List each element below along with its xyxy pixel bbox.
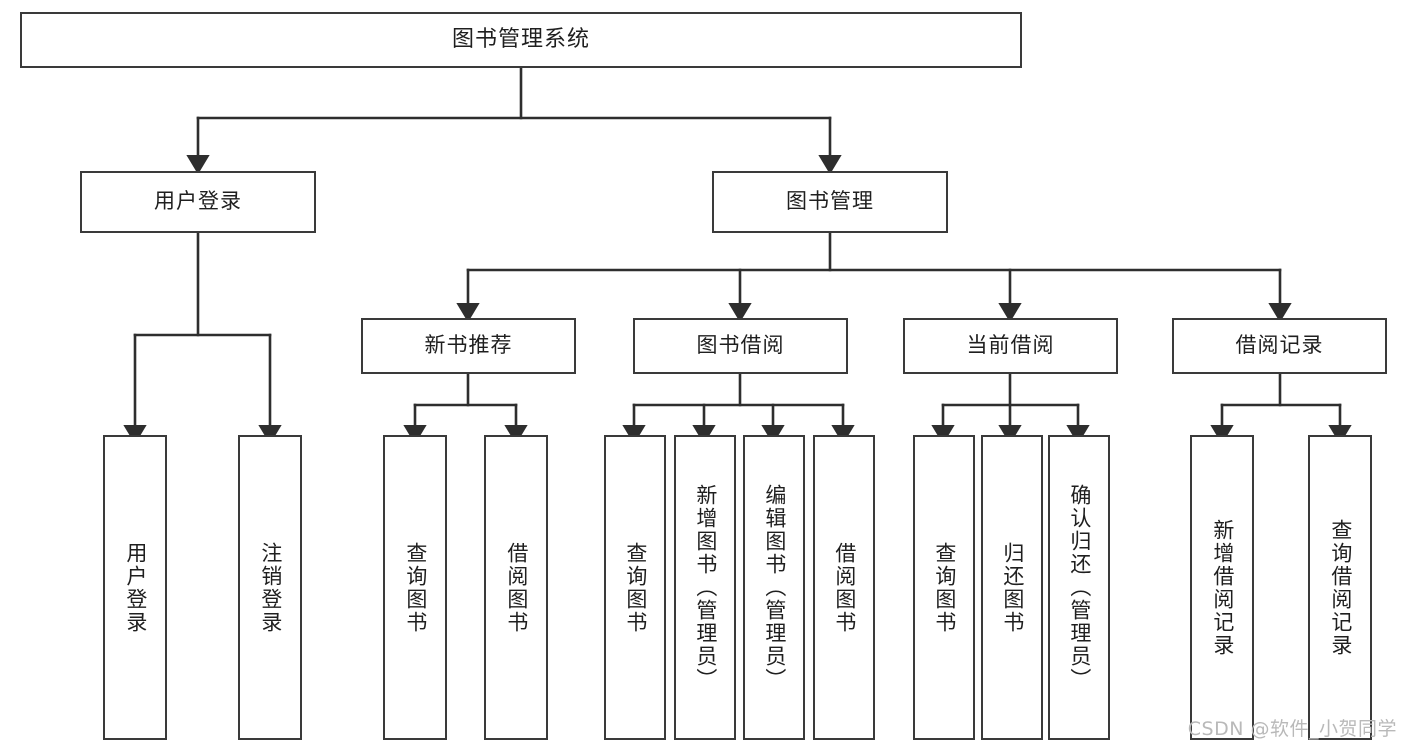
leaf-query-book-recommend-label: 查询图书 (403, 541, 428, 634)
node-user-login-label: 用户登录 (154, 189, 242, 214)
leaf-edit-book-admin-label: 编辑图书（管理员） (762, 484, 787, 691)
leaf-borrow-book-recommend-label: 借阅图书 (504, 541, 529, 634)
leaf-add-book-admin[interactable]: 新增图书（管理员） (674, 435, 736, 740)
leaf-confirm-return-admin[interactable]: 确认归还（管理员） (1048, 435, 1110, 740)
leaf-confirm-return-admin-label: 确认归还（管理员） (1067, 484, 1092, 691)
node-borrow-records[interactable]: 借阅记录 (1172, 318, 1387, 374)
leaf-add-borrow-record-label: 新增借阅记录 (1210, 518, 1235, 657)
leaf-user-login-label: 用户登录 (123, 541, 148, 634)
leaf-query-book-recommend[interactable]: 查询图书 (383, 435, 447, 740)
leaf-query-book-borrow-label: 查询图书 (623, 541, 648, 634)
leaf-query-book-borrow[interactable]: 查询图书 (604, 435, 666, 740)
leaf-logout-label: 注销登录 (258, 541, 283, 634)
node-book-management[interactable]: 图书管理 (712, 171, 948, 233)
leaf-add-book-admin-label: 新增图书（管理员） (693, 484, 718, 691)
leaf-borrow-book[interactable]: 借阅图书 (813, 435, 875, 740)
leaf-query-borrow-record[interactable]: 查询借阅记录 (1308, 435, 1372, 740)
node-new-book-recommend-label: 新书推荐 (424, 333, 513, 358)
leaf-logout[interactable]: 注销登录 (238, 435, 302, 740)
leaf-return-book[interactable]: 归还图书 (981, 435, 1043, 740)
leaf-borrow-book-recommend[interactable]: 借阅图书 (484, 435, 548, 740)
csdn-watermark: CSDN @软件_小贺同学 (1187, 718, 1397, 740)
node-new-book-recommend[interactable]: 新书推荐 (361, 318, 576, 374)
node-borrow-records-label: 借阅记录 (1235, 333, 1324, 358)
leaf-add-borrow-record[interactable]: 新增借阅记录 (1190, 435, 1254, 740)
node-book-borrow-label: 图书借阅 (696, 333, 785, 358)
node-book-borrow[interactable]: 图书借阅 (633, 318, 848, 374)
node-root-label: 图书管理系统 (451, 26, 590, 52)
node-root[interactable]: 图书管理系统 (20, 12, 1022, 68)
leaf-user-login[interactable]: 用户登录 (103, 435, 167, 740)
node-book-management-label: 图书管理 (786, 189, 874, 214)
node-user-login[interactable]: 用户登录 (80, 171, 316, 233)
leaf-query-book-current-label: 查询图书 (932, 541, 957, 634)
node-current-borrow-label: 当前借阅 (966, 333, 1055, 358)
leaf-return-book-label: 归还图书 (1000, 541, 1025, 634)
leaf-edit-book-admin[interactable]: 编辑图书（管理员） (743, 435, 805, 740)
node-current-borrow[interactable]: 当前借阅 (903, 318, 1118, 374)
leaf-query-borrow-record-label: 查询借阅记录 (1328, 518, 1353, 657)
leaf-borrow-book-label: 借阅图书 (832, 541, 857, 634)
leaf-query-book-current[interactable]: 查询图书 (913, 435, 975, 740)
